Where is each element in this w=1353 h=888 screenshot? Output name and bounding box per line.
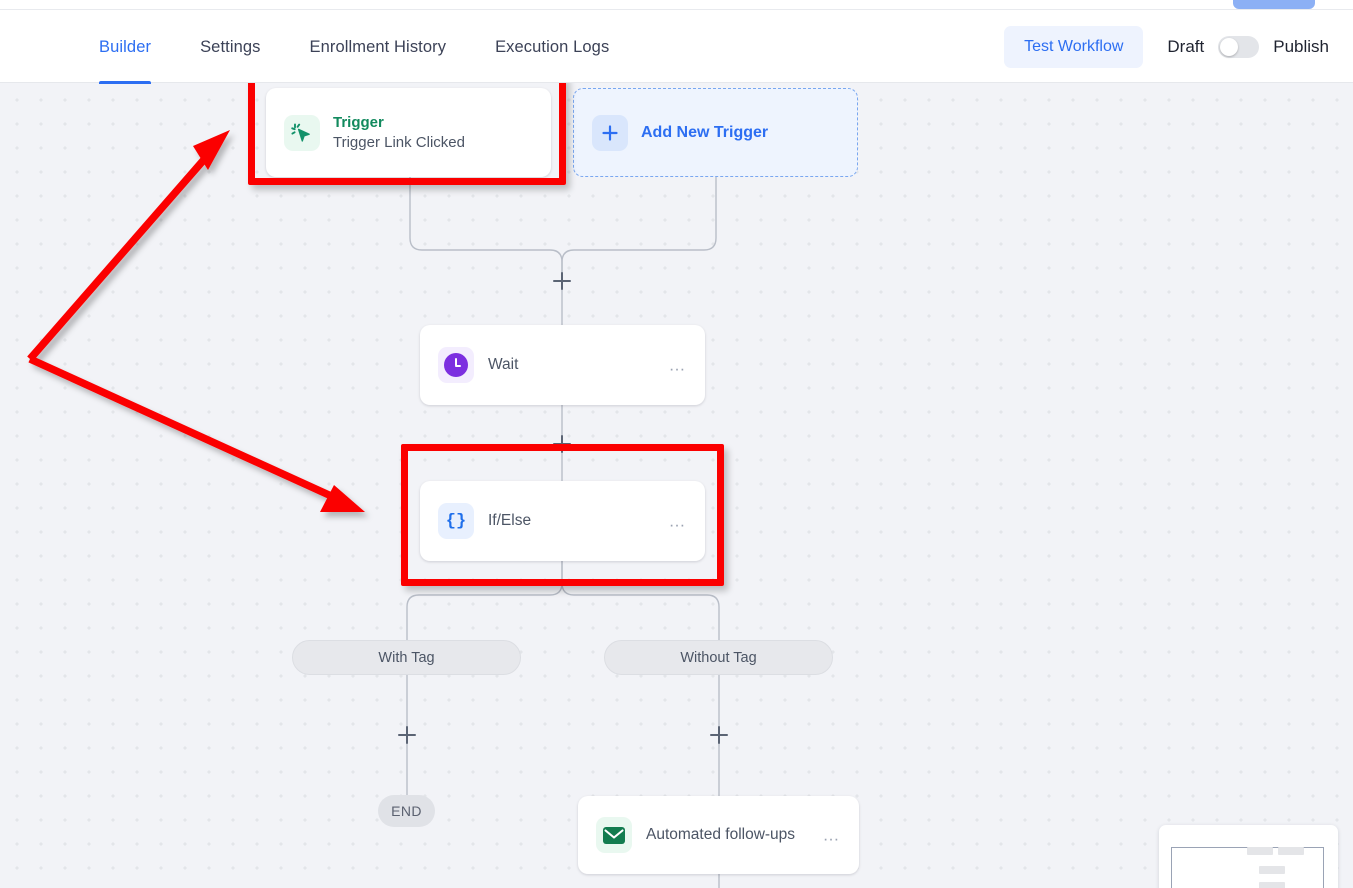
minimap-node <box>1278 847 1304 855</box>
app-header: Builder Settings Enrollment History Exec… <box>0 9 1353 84</box>
branch-pill-with-tag[interactable]: With Tag <box>292 640 521 675</box>
end-node: END <box>378 795 435 827</box>
canvas-minimap[interactable] <box>1159 825 1338 888</box>
branch-pill-without-tag-label: Without Tag <box>680 649 757 666</box>
wait-node-label: Wait <box>488 356 519 373</box>
wait-node[interactable]: Wait … <box>420 325 705 405</box>
trigger-node[interactable]: Trigger Trigger Link Clicked <box>266 88 551 177</box>
end-node-label: END <box>391 803 422 819</box>
branch-pill-with-tag-label: With Tag <box>378 649 435 666</box>
trigger-subtitle: Trigger Link Clicked <box>333 134 465 151</box>
tab-bar: Builder Settings Enrollment History Exec… <box>99 10 658 84</box>
add-step-handle-1[interactable] <box>551 270 573 292</box>
tab-enrollment-history[interactable]: Enrollment History <box>309 10 446 84</box>
workflow-canvas[interactable]: Trigger Trigger Link Clicked Add New Tri… <box>0 83 1353 888</box>
plus-icon <box>592 114 628 151</box>
trigger-texts: Trigger Trigger Link Clicked <box>333 114 465 151</box>
tab-builder[interactable]: Builder <box>99 10 152 84</box>
click-cursor-icon <box>284 114 320 151</box>
add-new-trigger-label: Add New Trigger <box>641 123 769 141</box>
publish-toggle[interactable] <box>1218 36 1260 58</box>
tab-settings[interactable]: Settings <box>200 10 260 84</box>
tab-enrollment-history-label: Enrollment History <box>309 37 447 56</box>
tab-builder-label: Builder <box>99 37 152 56</box>
partial-blue-button[interactable] <box>1233 0 1315 9</box>
publish-toggle-knob <box>1220 38 1239 56</box>
add-new-trigger-button[interactable]: Add New Trigger <box>573 88 858 177</box>
automated-followups-node[interactable]: Automated follow-ups … <box>578 796 859 874</box>
test-workflow-button[interactable]: Test Workflow <box>1004 26 1144 68</box>
minimap-node <box>1259 882 1285 888</box>
minimap-node <box>1247 847 1273 855</box>
draft-label: Draft <box>1167 37 1205 56</box>
add-step-handle-3[interactable] <box>396 724 418 746</box>
trigger-title: Trigger <box>333 114 384 131</box>
add-step-handle-4[interactable] <box>708 724 730 746</box>
envelope-icon <box>596 817 632 853</box>
braces-glyph: {} <box>445 511 467 531</box>
ifelse-node-menu-button[interactable]: … <box>668 511 687 531</box>
clock-icon <box>438 347 474 383</box>
branch-pill-without-tag[interactable]: Without Tag <box>604 640 833 675</box>
ifelse-node[interactable]: {} If/Else … <box>420 481 705 561</box>
wait-node-menu-button[interactable]: … <box>668 355 687 375</box>
connector-edges <box>406 177 720 888</box>
automated-followups-menu-button[interactable]: … <box>822 825 841 845</box>
tab-execution-logs-label: Execution Logs <box>495 37 610 56</box>
ifelse-node-label: If/Else <box>488 512 532 529</box>
top-strip <box>0 0 1353 9</box>
tab-execution-logs[interactable]: Execution Logs <box>495 10 609 84</box>
minimap-node <box>1259 866 1285 874</box>
publish-label: Publish <box>1273 37 1329 56</box>
add-step-handle-2[interactable] <box>551 433 573 455</box>
header-actions: Test Workflow Draft Publish <box>1004 10 1353 84</box>
automated-followups-label: Automated follow-ups <box>646 826 796 843</box>
tab-settings-label: Settings <box>200 37 261 56</box>
braces-icon: {} <box>438 503 474 539</box>
